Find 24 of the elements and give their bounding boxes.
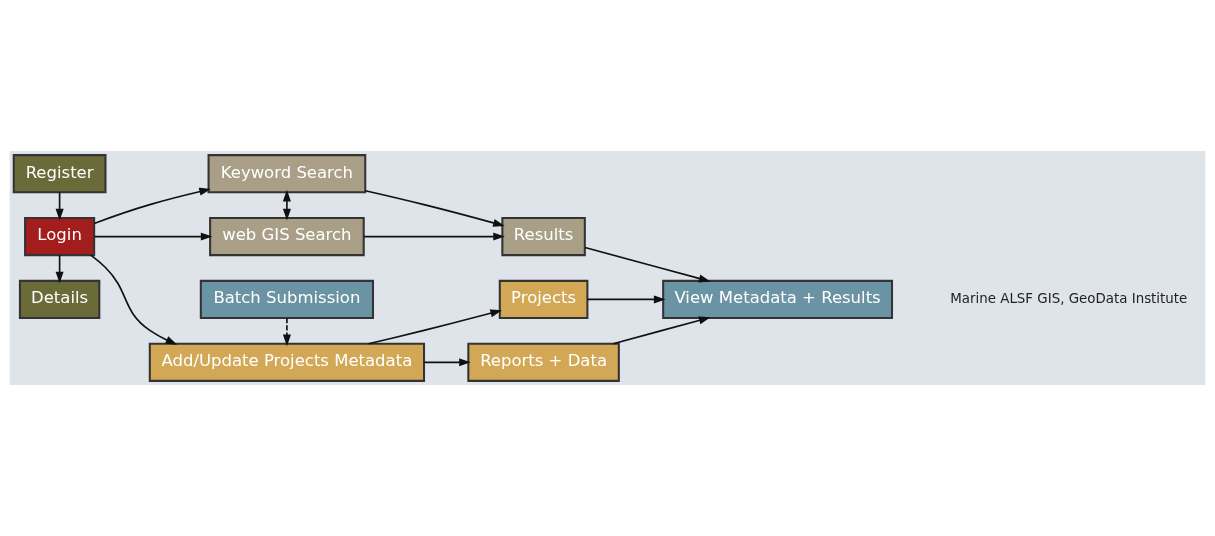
arrow xyxy=(93,232,213,241)
node-box: Details xyxy=(18,279,101,320)
arrow xyxy=(584,246,711,283)
arrow xyxy=(282,317,291,347)
node-box: View Metadata + Results xyxy=(662,279,894,320)
node-box: Results xyxy=(501,216,586,257)
label: Marine ALSF GIS, GeoData Institute xyxy=(950,290,1188,306)
arrow xyxy=(423,358,471,367)
node-box: Batch Submission xyxy=(199,279,374,320)
arrow xyxy=(586,295,666,304)
node-box: Keyword Search xyxy=(207,154,367,194)
node-box: Login xyxy=(24,216,96,257)
node-box: Add/Update Projects Metadata xyxy=(148,342,426,382)
arrow xyxy=(612,316,711,345)
arrow xyxy=(89,254,178,345)
arrow xyxy=(367,309,502,345)
arrow xyxy=(282,189,291,221)
node-box: Reports + Data xyxy=(467,342,620,382)
arrow xyxy=(363,232,505,241)
arrow xyxy=(93,187,211,225)
arrow xyxy=(364,189,505,227)
node-box: Register xyxy=(12,154,107,194)
node-box: Projects xyxy=(498,279,589,320)
node-box: web GIS Search xyxy=(209,216,365,257)
